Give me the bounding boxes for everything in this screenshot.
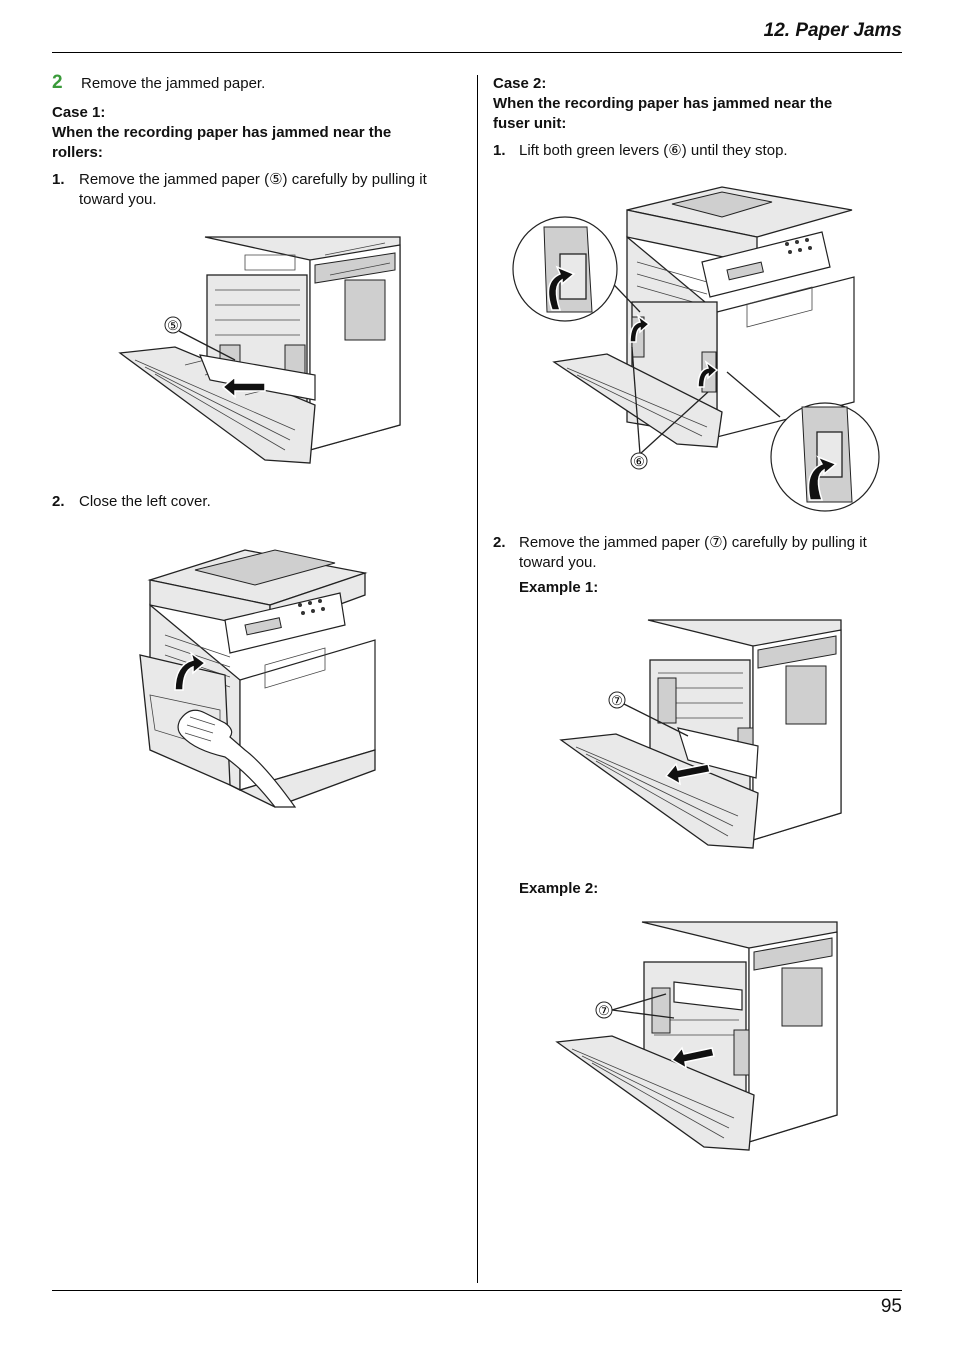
section-title: 12. Paper Jams — [763, 20, 902, 41]
case2-item2-line1: Remove the jammed paper (⑦) carefully by… — [519, 534, 867, 551]
case1-subtitle-line2: rollers: — [52, 144, 103, 161]
illustration-green-levers: ⑥ — [512, 186, 880, 512]
case2-item2-number: 2. — [493, 534, 506, 551]
column-divider — [477, 75, 478, 1283]
case1-title: Case 1: — [52, 104, 106, 121]
illustration-example1: ⑦ — [559, 619, 842, 849]
case1-subtitle-line1: When the recording paper has jammed near… — [52, 124, 392, 141]
step-text: Remove the jammed paper. — [81, 75, 266, 92]
case1-item1-number: 1. — [52, 171, 65, 188]
illustration-close-cover — [139, 549, 376, 808]
example1-label: Example 1: — [519, 579, 599, 596]
case1-item2-text: Close the left cover. — [79, 493, 211, 510]
case2-item1-number: 1. — [493, 142, 506, 159]
case1-item2-number: 2. — [52, 493, 65, 510]
callout-5-label: ⑤ — [167, 318, 179, 333]
header-divider — [52, 52, 902, 53]
illustration-rollers-jam: ⑤ — [118, 236, 401, 464]
page-number: 95 — [880, 1296, 902, 1317]
case2-subtitle-line1: When the recording paper has jammed near… — [493, 95, 833, 112]
case2-item1-text: Lift both green levers (⑥) until they st… — [519, 142, 788, 159]
callout-6-label: ⑥ — [633, 454, 645, 469]
callout-7a-label: ⑦ — [611, 693, 623, 708]
case2-title: Case 2: — [493, 75, 547, 92]
case1-item1-line1: Remove the jammed paper (⑤) carefully by… — [79, 171, 427, 188]
illustration-example2: ⑦ — [555, 921, 838, 1151]
footer-divider — [52, 1290, 902, 1291]
case1-item1-line2: toward you. — [79, 191, 157, 208]
case2-item2-line2: toward you. — [519, 554, 597, 571]
case2-subtitle-line2: fuser unit: — [493, 115, 567, 132]
example2-label: Example 2: — [519, 880, 599, 897]
callout-7b-label: ⑦ — [598, 1003, 610, 1018]
step-number: 2 — [52, 72, 63, 93]
